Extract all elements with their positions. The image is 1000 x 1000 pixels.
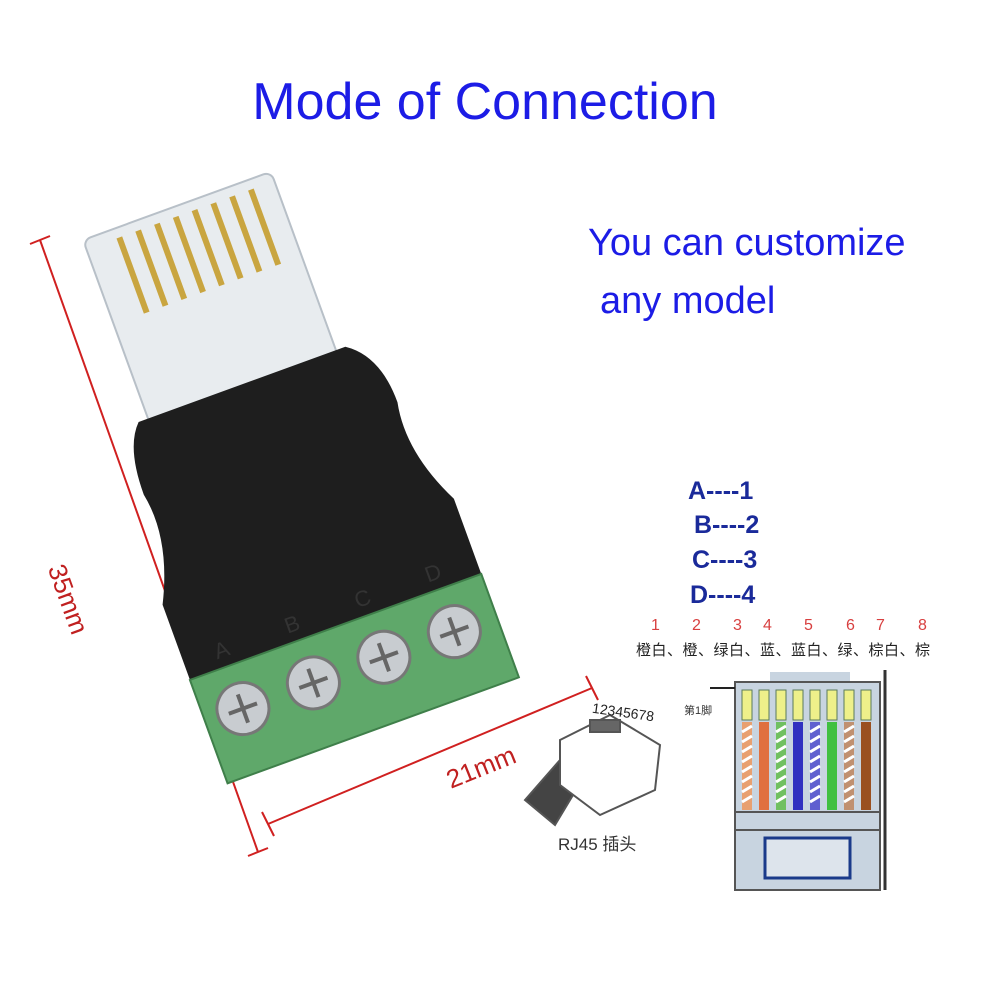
wire — [793, 722, 803, 810]
wire-stripe — [741, 774, 753, 784]
wire-stripe — [809, 794, 821, 804]
pin-contact — [843, 689, 855, 721]
wire-stripe — [741, 724, 753, 734]
wire — [776, 722, 786, 810]
wire-stripe — [843, 754, 855, 764]
wire — [742, 722, 752, 810]
wire-stripe — [741, 754, 753, 764]
pin-contact — [809, 689, 821, 721]
wire-stripe — [775, 744, 787, 754]
promo-line-2: any model — [600, 280, 776, 322]
pin-contact — [792, 689, 804, 721]
wire-stripe — [809, 734, 821, 744]
wiring-diagram — [710, 670, 887, 891]
rj45-label: RJ45 插头 — [558, 835, 637, 854]
promo-line-1: You can customize — [588, 222, 906, 264]
pin-number: 5 — [804, 617, 813, 634]
wire-stripe — [809, 774, 821, 784]
rj45-plug-sketch — [523, 713, 662, 827]
pin-number: 7 — [876, 617, 885, 634]
wire-stripe — [809, 724, 821, 734]
pin-number: 2 — [692, 617, 701, 634]
mapping-c: C----3 — [692, 546, 758, 574]
wire-stripe — [775, 784, 787, 794]
wire-stripe — [809, 764, 821, 774]
pin-number: 8 — [918, 617, 927, 634]
mapping-b: B----2 — [694, 511, 760, 539]
pin-number: 3 — [733, 617, 742, 634]
wire-stripe — [809, 754, 821, 764]
wire-color-labels: 橙白、橙、绿白、蓝、蓝白、绿、棕白、棕 — [636, 642, 931, 659]
wire-stripe — [843, 794, 855, 804]
wire-stripe — [741, 744, 753, 754]
mapping-d: D----4 — [690, 581, 756, 609]
wire-stripe — [775, 774, 787, 784]
rj45-connector: A B C D — [84, 172, 521, 785]
wire-stripe — [775, 764, 787, 774]
pin-contact — [775, 689, 787, 721]
mapping-a: A----1 — [688, 477, 754, 505]
wire-stripe — [843, 784, 855, 794]
width-dimension-line — [261, 675, 599, 837]
wire — [827, 722, 837, 810]
page-title: Mode of Connection — [252, 73, 718, 131]
wire — [759, 722, 769, 810]
pin-contact — [758, 689, 770, 721]
pin-contact — [860, 689, 872, 721]
wire-stripe — [809, 744, 821, 754]
wire — [861, 722, 871, 810]
wire-stripe — [741, 734, 753, 744]
wire — [844, 722, 854, 810]
wire-stripe — [741, 794, 753, 804]
first-pin-label: 第1脚 — [684, 705, 713, 717]
wire-stripe — [775, 794, 787, 804]
wire-stripe — [775, 724, 787, 734]
pin-number: 4 — [763, 617, 772, 634]
pin-contact — [826, 689, 838, 721]
wire-stripe — [843, 734, 855, 744]
wire-stripe — [741, 764, 753, 774]
pin-number: 6 — [846, 617, 855, 634]
wire-stripe — [843, 724, 855, 734]
wire-stripe — [775, 734, 787, 744]
wire-stripe — [775, 754, 787, 764]
wire-stripe — [843, 774, 855, 784]
wire-stripe — [741, 784, 753, 794]
pin-contact — [741, 689, 753, 721]
pin-number: 1 — [651, 617, 660, 634]
wire-stripe — [843, 764, 855, 774]
wire-stripe — [843, 744, 855, 754]
wire-stripe — [809, 784, 821, 794]
wire — [810, 722, 820, 810]
